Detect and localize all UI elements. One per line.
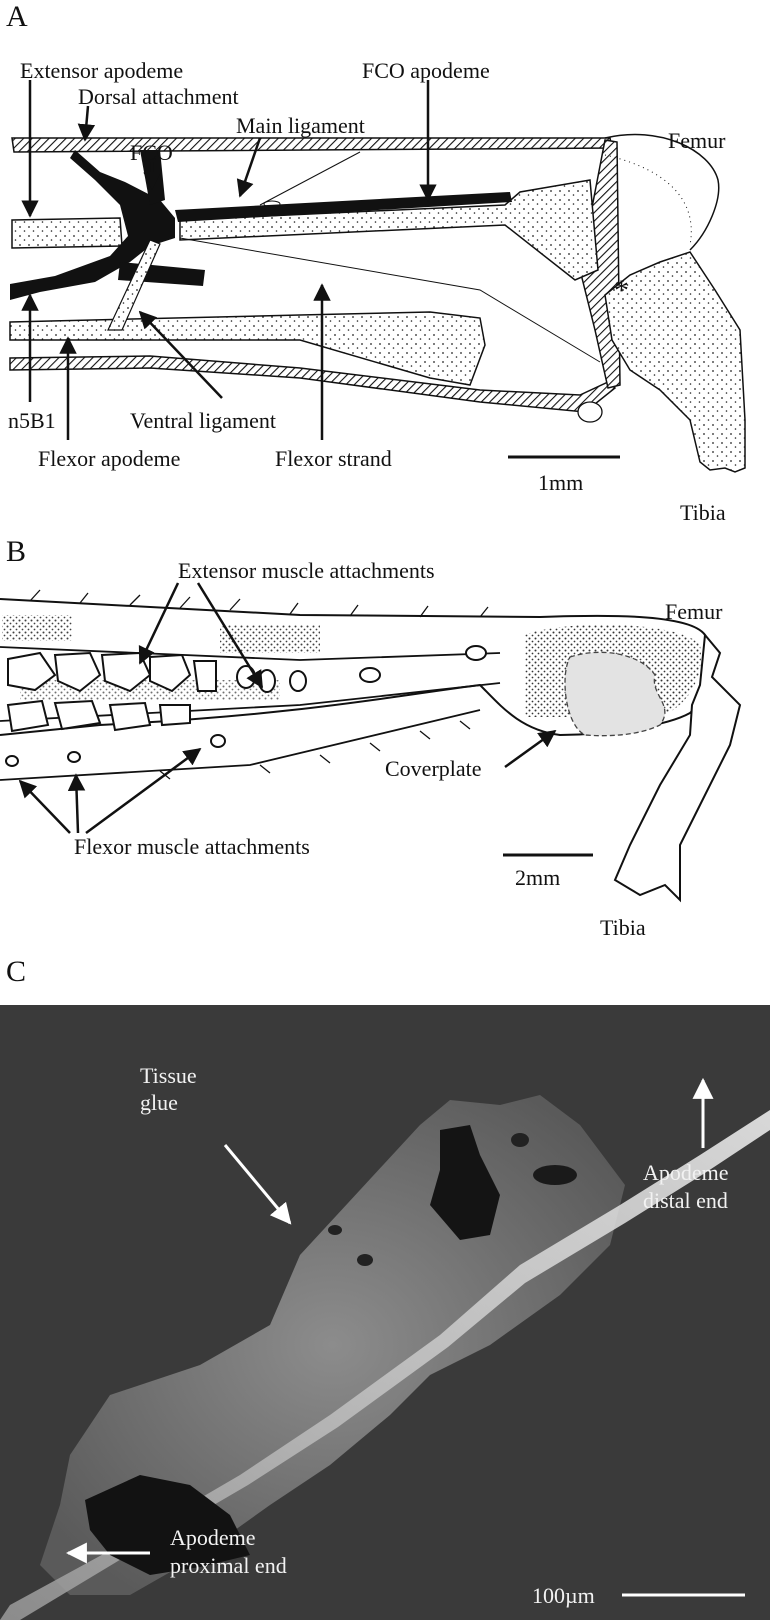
dark-spot-4 <box>511 1133 529 1147</box>
ligament-thread <box>259 151 361 206</box>
panel-b-drawing: Extensor muscle attachments Femur Coverp… <box>0 558 742 940</box>
dark-inclusion-lower <box>85 1475 250 1575</box>
flexor-apodeme <box>9 311 486 386</box>
femur-dotted-line <box>604 154 692 246</box>
fco-body <box>10 150 175 300</box>
femur-inner-lower <box>0 682 501 722</box>
ligament-knot <box>263 200 281 208</box>
panel-label-c: C <box>6 955 27 988</box>
label-ventral-ligament: Ventral ligament <box>130 408 276 433</box>
label-proximal-line2: proximal end <box>170 1553 287 1578</box>
panel-a-drawing: Extensor apodeme Dorsal attachment FCO M… <box>8 58 746 525</box>
panel-c: C Tissu <box>0 955 770 1620</box>
label-tibia-b: Tibia <box>600 915 646 940</box>
label-asterisk: * <box>614 274 629 307</box>
label-main-ligament: Main ligament <box>236 113 365 138</box>
label-dorsal-attachment: Dorsal attachment <box>78 84 239 109</box>
scale-label-a: 1mm <box>538 470 583 495</box>
tibia-shape <box>604 251 746 473</box>
apodeme-strand <box>0 1110 770 1620</box>
dark-spot-2 <box>328 1225 342 1235</box>
flexor-strand <box>179 237 601 363</box>
label-femur-b: Femur <box>665 599 723 624</box>
label-tissue-glue-line2: glue <box>140 1090 178 1115</box>
label-flexor-strand: Flexor strand <box>275 446 392 471</box>
label-flexor-apodeme: Flexor apodeme <box>38 446 180 471</box>
dark-spot-1 <box>533 1165 577 1185</box>
femur-outline <box>604 133 720 251</box>
dark-spot-3 <box>357 1254 373 1266</box>
label-fco-apodeme: FCO apodeme <box>362 58 490 83</box>
label-proximal-line1: Apodeme <box>170 1525 256 1550</box>
femur-inner-upper <box>0 646 501 661</box>
femur-ventral-wall <box>9 355 617 413</box>
label-fco: FCO <box>130 140 173 165</box>
stipple-mid <box>220 625 320 653</box>
joint-knob <box>577 401 603 423</box>
panel-b: B <box>0 535 770 955</box>
label-femur-a: Femur <box>668 128 726 153</box>
label-tissue-glue-line1: Tissue <box>140 1063 197 1088</box>
ventral-ligament <box>107 239 161 331</box>
panel-c-photo: Tissue glue Apodeme distal end Apodeme p… <box>0 1005 770 1620</box>
label-coverplate: Coverplate <box>385 756 482 781</box>
label-tibia-a: Tibia <box>680 500 726 525</box>
femur-dorsal-wall <box>11 137 613 153</box>
label-extensor-apodeme: Extensor apodeme <box>20 58 183 83</box>
fco-apodeme-region <box>179 179 599 281</box>
scale-label-b: 2mm <box>515 865 560 890</box>
extensor-apodeme <box>11 217 123 249</box>
panel-label-a: A <box>6 0 28 33</box>
setae <box>29 589 489 780</box>
scale-label-c: 100µm <box>532 1583 595 1608</box>
chevron-attachments <box>5 645 487 767</box>
panel-label-b: B <box>6 535 27 568</box>
label-distal-line2: distal end <box>643 1188 728 1213</box>
tibia-shape-b <box>613 632 742 903</box>
label-n5b1: n5B1 <box>8 408 56 433</box>
label-distal-line1: Apodeme <box>643 1160 729 1185</box>
label-extensor-muscle-attachments: Extensor muscle attachments <box>178 558 435 583</box>
stipple-proximal <box>2 615 72 641</box>
label-flexor-muscle-attachments: Flexor muscle attachments <box>74 834 310 859</box>
panel-a: A <box>0 0 770 535</box>
coverplate-shape <box>564 651 666 737</box>
dark-inclusion-upper <box>430 1125 500 1240</box>
